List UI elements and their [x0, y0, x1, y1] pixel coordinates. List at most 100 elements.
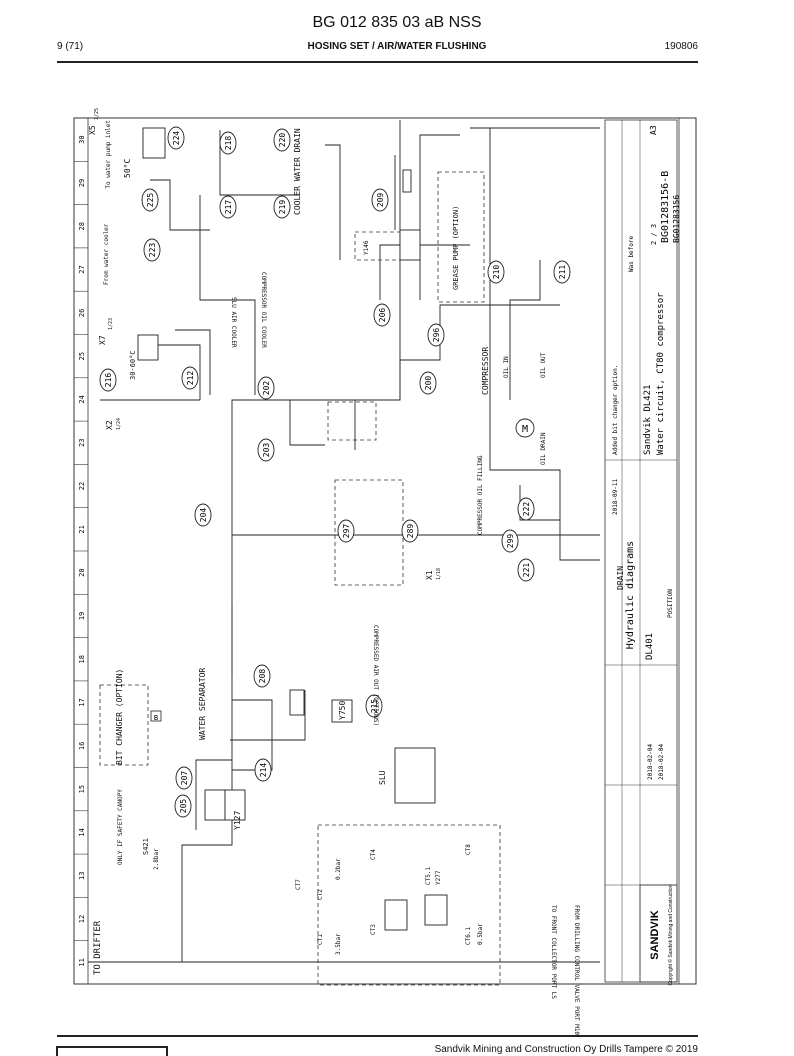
label-compressor-oil-filling: COMPRESSOR OIL FILLING: [477, 455, 484, 535]
column-number: 27: [78, 265, 86, 273]
column-number: 25: [78, 352, 86, 360]
callout-number: 207: [180, 771, 189, 786]
page-number: 9 (71): [57, 41, 84, 52]
title-block-position: POSITION: [667, 589, 674, 618]
sandvik-logo: SANDVIK: [649, 910, 661, 960]
title-block: SANDVIK Copyright © Sandvik Mining and C…: [604, 119, 681, 985]
label-water-pump: To water pump inlet: [105, 120, 112, 189]
label-water-separator: WATER SEPARATOR: [198, 668, 207, 740]
column-number: 17: [78, 698, 86, 706]
callout-number: 211: [558, 265, 567, 280]
document-date: 190806: [664, 41, 698, 52]
footer-company: Sandvik Mining and Construction Oy Drill…: [434, 1044, 698, 1055]
callout-circle: [219, 131, 237, 155]
title-block-title: Hydraulic diagrams: [625, 541, 636, 649]
label-ct5-1: CT5.1: [425, 867, 432, 885]
callout-number: 205: [179, 799, 188, 814]
label-compressor: COMPRESSOR: [481, 347, 490, 395]
title-block-model: DL401: [645, 633, 655, 660]
callout-circle: [194, 503, 212, 527]
callout-number: 297: [342, 524, 351, 539]
callout-circle: [174, 794, 192, 818]
label-x1: X1: [425, 570, 434, 580]
callout-number: 219: [278, 200, 287, 215]
callout-number: 209: [376, 193, 385, 208]
callout-number: 296: [432, 328, 441, 343]
callout-number: 225: [146, 193, 155, 208]
callout-circle: [141, 188, 159, 212]
callout-number: 299: [506, 534, 515, 549]
callout-number: 220: [278, 133, 287, 148]
callout-number: 206: [378, 308, 387, 323]
callout-number: 212: [186, 371, 195, 386]
label-x7-sub: 1/23: [108, 318, 114, 330]
callout-circle: [337, 519, 355, 543]
callout-circle: [373, 303, 391, 327]
label-to-drifter: TO DRIFTER: [93, 920, 103, 975]
callout-number: 215: [370, 699, 379, 714]
label-oil-drain: OIL DRAIN: [540, 432, 547, 465]
label-from-water-cooler: From water cooler: [103, 223, 110, 285]
label-ct1: CT1: [317, 934, 324, 945]
callout-circle: [99, 368, 117, 392]
diagram-inner-frame: [87, 117, 680, 985]
callout-number: 223: [148, 243, 157, 258]
label-compressor-oil-cooler: COMPRESSOR OIL COOLER: [260, 272, 267, 348]
hydraulic-lines: [88, 120, 600, 963]
label-ct6-1: CT6.1: [465, 927, 472, 945]
title-block-id-code: BG01283156: [672, 195, 681, 243]
column-number: 29: [78, 179, 86, 187]
callout-number: 218: [224, 136, 233, 151]
callout-circle: [487, 260, 505, 284]
components: [137, 127, 535, 931]
column-number: 19: [78, 612, 86, 620]
callout-circle: [257, 438, 275, 462]
callout-circle: [257, 376, 275, 400]
label-x2-sub: 1/24: [116, 418, 122, 430]
column-number: 26: [78, 309, 86, 317]
label-ct2: CT2: [317, 889, 324, 900]
label-slu: SLU: [378, 770, 387, 785]
label-compressed-air-out: COMPRESSED AIR OUT (OPTIONS): [372, 625, 379, 726]
document-id: BG 012 835 03 aB NSS: [312, 14, 482, 31]
column-number: 14: [78, 828, 86, 836]
title-block-drawn: 2018-02-04: [647, 743, 654, 780]
label-ct3: CT3: [370, 924, 377, 935]
column-number: 21: [78, 525, 86, 533]
label-drain: DRAIN: [616, 566, 625, 590]
column-number: 16: [78, 742, 86, 750]
callout-circle: [253, 664, 271, 688]
title-block-desc-1: Sandvik DL421: [643, 385, 653, 455]
callout-circle: [553, 260, 571, 284]
title-block-sheet: 2 / 3: [650, 224, 658, 245]
label-grease-pump: GREASE PUMP (OPTION): [452, 206, 460, 290]
header-rule: [57, 61, 698, 63]
title-block-was-before: Was before: [628, 235, 635, 272]
column-number: 15: [78, 785, 86, 793]
column-number: 28: [78, 222, 86, 230]
section-title: HOSING SET / AIR/WATER FLUSHING: [307, 41, 487, 52]
label-ct8: CT8: [465, 844, 472, 855]
callout-circle: [427, 323, 445, 347]
label-ct4: CT4: [370, 849, 377, 860]
callout-circle: [501, 529, 519, 553]
title-block-size: A3: [649, 125, 658, 135]
column-number: 12: [78, 915, 86, 923]
column-number: 22: [78, 482, 86, 490]
label-x5: X5: [88, 125, 97, 135]
label-temp-30-60: 30-60°C: [129, 350, 137, 380]
label-y127: Y127: [233, 811, 242, 830]
label-ct2-sub: 0.2bar: [335, 858, 342, 880]
callout-number: 204: [199, 508, 208, 523]
callout-circle: [401, 519, 419, 543]
callout-circle: [181, 366, 199, 390]
label-oil-out: OIL OUT: [540, 352, 547, 378]
label-y750: Y750: [338, 701, 347, 720]
callout-number: 222: [522, 502, 531, 517]
label-ct1-sub: 3.5bar: [335, 933, 342, 955]
callout-number: 203: [262, 443, 271, 458]
callout-number: 214: [259, 763, 268, 778]
copyright-label: Copyright © Sandvik Mining and Construct…: [667, 884, 674, 985]
column-number: 18: [78, 655, 86, 663]
